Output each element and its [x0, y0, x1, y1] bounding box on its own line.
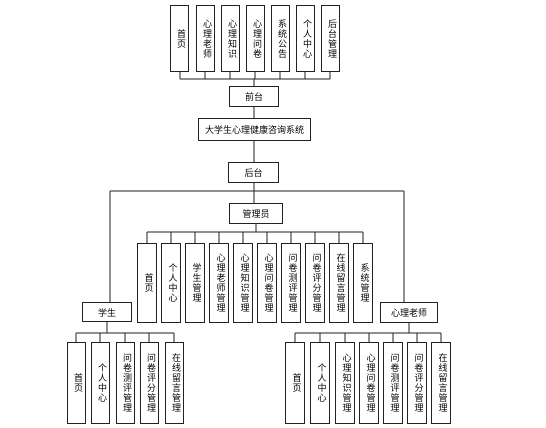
system-title-node: 大学生心理健康咨询系统 [198, 118, 311, 141]
admin-module: 心理老师管理 [209, 243, 229, 323]
admin-module: 心理问卷管理 [257, 243, 277, 323]
student-module: 个人中心 [91, 342, 110, 424]
teacher-module: 个人中心 [310, 342, 330, 424]
admin-module: 心理知识管理 [233, 243, 253, 323]
admin-module: 问卷测评管理 [281, 243, 301, 323]
teacher-node: 心理老师 [380, 302, 438, 323]
admin-module: 学生管理 [185, 243, 205, 323]
frontend-module: 系统公告 [271, 5, 290, 72]
admin-module: 问卷评分管理 [305, 243, 325, 323]
admin-module: 首页 [137, 243, 157, 323]
teacher-module: 心理知识管理 [335, 342, 355, 424]
student-module: 问卷评分管理 [140, 342, 159, 424]
frontend-module: 心理问卷 [246, 5, 265, 72]
teacher-module: 心理问卷管理 [359, 342, 379, 424]
teacher-module: 问卷评分管理 [407, 342, 427, 424]
student-module: 问卷测评管理 [116, 342, 135, 424]
teacher-module: 在线留言管理 [431, 342, 451, 424]
admin-module: 在线留言管理 [329, 243, 349, 323]
admin-module: 个人中心 [161, 243, 181, 323]
student-module: 首页 [67, 342, 86, 424]
frontend-module: 后台管理 [321, 5, 340, 72]
frontend-module: 心理知识 [221, 5, 240, 72]
student-node: 学生 [82, 302, 132, 322]
student-module: 在线留言管理 [165, 342, 184, 424]
frontend-module: 个人中心 [296, 5, 315, 72]
frontend-module: 心理老师 [196, 5, 215, 72]
teacher-module: 问卷测评管理 [383, 342, 403, 424]
backend-node: 后台 [228, 162, 279, 183]
frontend-module: 首页 [170, 5, 189, 72]
frontend-node: 前台 [229, 86, 279, 107]
teacher-module: 首页 [285, 342, 305, 424]
admin-node: 管理员 [229, 203, 283, 224]
admin-module: 系统管理 [353, 243, 373, 323]
